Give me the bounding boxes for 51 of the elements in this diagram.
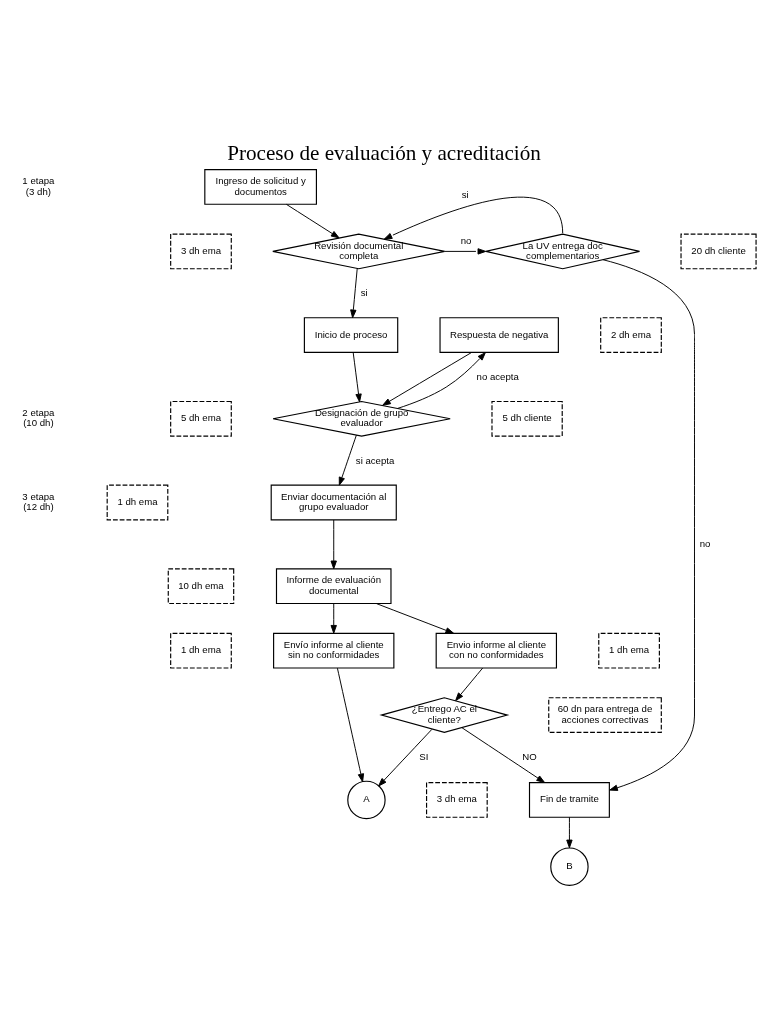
node-box: 1 dh ema	[598, 632, 660, 669]
node-box: 3 dh ema	[426, 782, 488, 818]
edge-label: no	[460, 235, 472, 247]
arrow	[602, 259, 695, 791]
arrow	[455, 667, 484, 702]
label: 3 etapa (12 dh)	[22, 490, 55, 513]
arrow	[397, 352, 486, 409]
node-box: 60 dn para entrega de acciones correctivas	[548, 697, 662, 733]
arrow	[461, 727, 545, 783]
arrow	[338, 434, 357, 486]
node-box: Respuesta de negativa	[439, 317, 559, 353]
arrow	[330, 519, 337, 570]
node-diamond: La UV entrega doc complementarios	[485, 233, 641, 270]
edge-label: si	[461, 189, 469, 201]
node-box: 1 dh ema	[106, 484, 169, 521]
node-diamond: ¿Entrego AC el cliente?	[379, 697, 510, 733]
label: 1 etapa (3 dh)	[22, 175, 55, 197]
arrow	[383, 196, 564, 240]
edge-label: no	[699, 538, 711, 550]
node-box: 3 dh ema	[170, 233, 232, 270]
node-box: 2 dh ema	[600, 317, 662, 353]
node-box: 5 dh ema	[170, 400, 232, 437]
edge-label: NO	[522, 750, 537, 762]
node-box: Enviar documentación al grupo evaluador	[270, 484, 397, 521]
edge-label: SI	[419, 750, 429, 762]
edge-label: no acepta	[476, 370, 519, 382]
arrow	[566, 816, 573, 849]
diagram-title: Proceso de evaluación y acreditación	[227, 140, 541, 165]
arrow	[352, 352, 362, 403]
node-box: 10 dh ema	[167, 568, 235, 605]
arrow	[444, 248, 487, 255]
node-box: Informe de evaluación documental	[275, 568, 392, 605]
arrow	[375, 603, 455, 634]
edge-label: si acepta	[355, 454, 395, 466]
node-box: Envío informe al cliente sin no conformidades	[273, 632, 395, 669]
node-box: 20 dh cliente	[680, 233, 757, 270]
node-box: Envio informe al cliente con no conformidades	[435, 632, 557, 669]
label: 2 etapa (10 dh)	[22, 406, 55, 429]
node-box: Ingreso de solicitud y documentos	[204, 169, 317, 205]
arrow	[330, 603, 337, 634]
node-box: Fin de tramite	[528, 782, 610, 818]
arrow	[285, 203, 340, 239]
arrow	[336, 667, 365, 783]
node-circle: B	[550, 847, 589, 886]
arrow	[382, 352, 472, 406]
arrow	[378, 728, 433, 787]
node-box: 1 dh ema	[170, 632, 232, 669]
arrow	[350, 268, 358, 319]
node-box: 5 dh cliente	[491, 400, 563, 437]
edge-label: si	[360, 287, 368, 299]
node-box: Inicio de proceso	[303, 317, 399, 353]
